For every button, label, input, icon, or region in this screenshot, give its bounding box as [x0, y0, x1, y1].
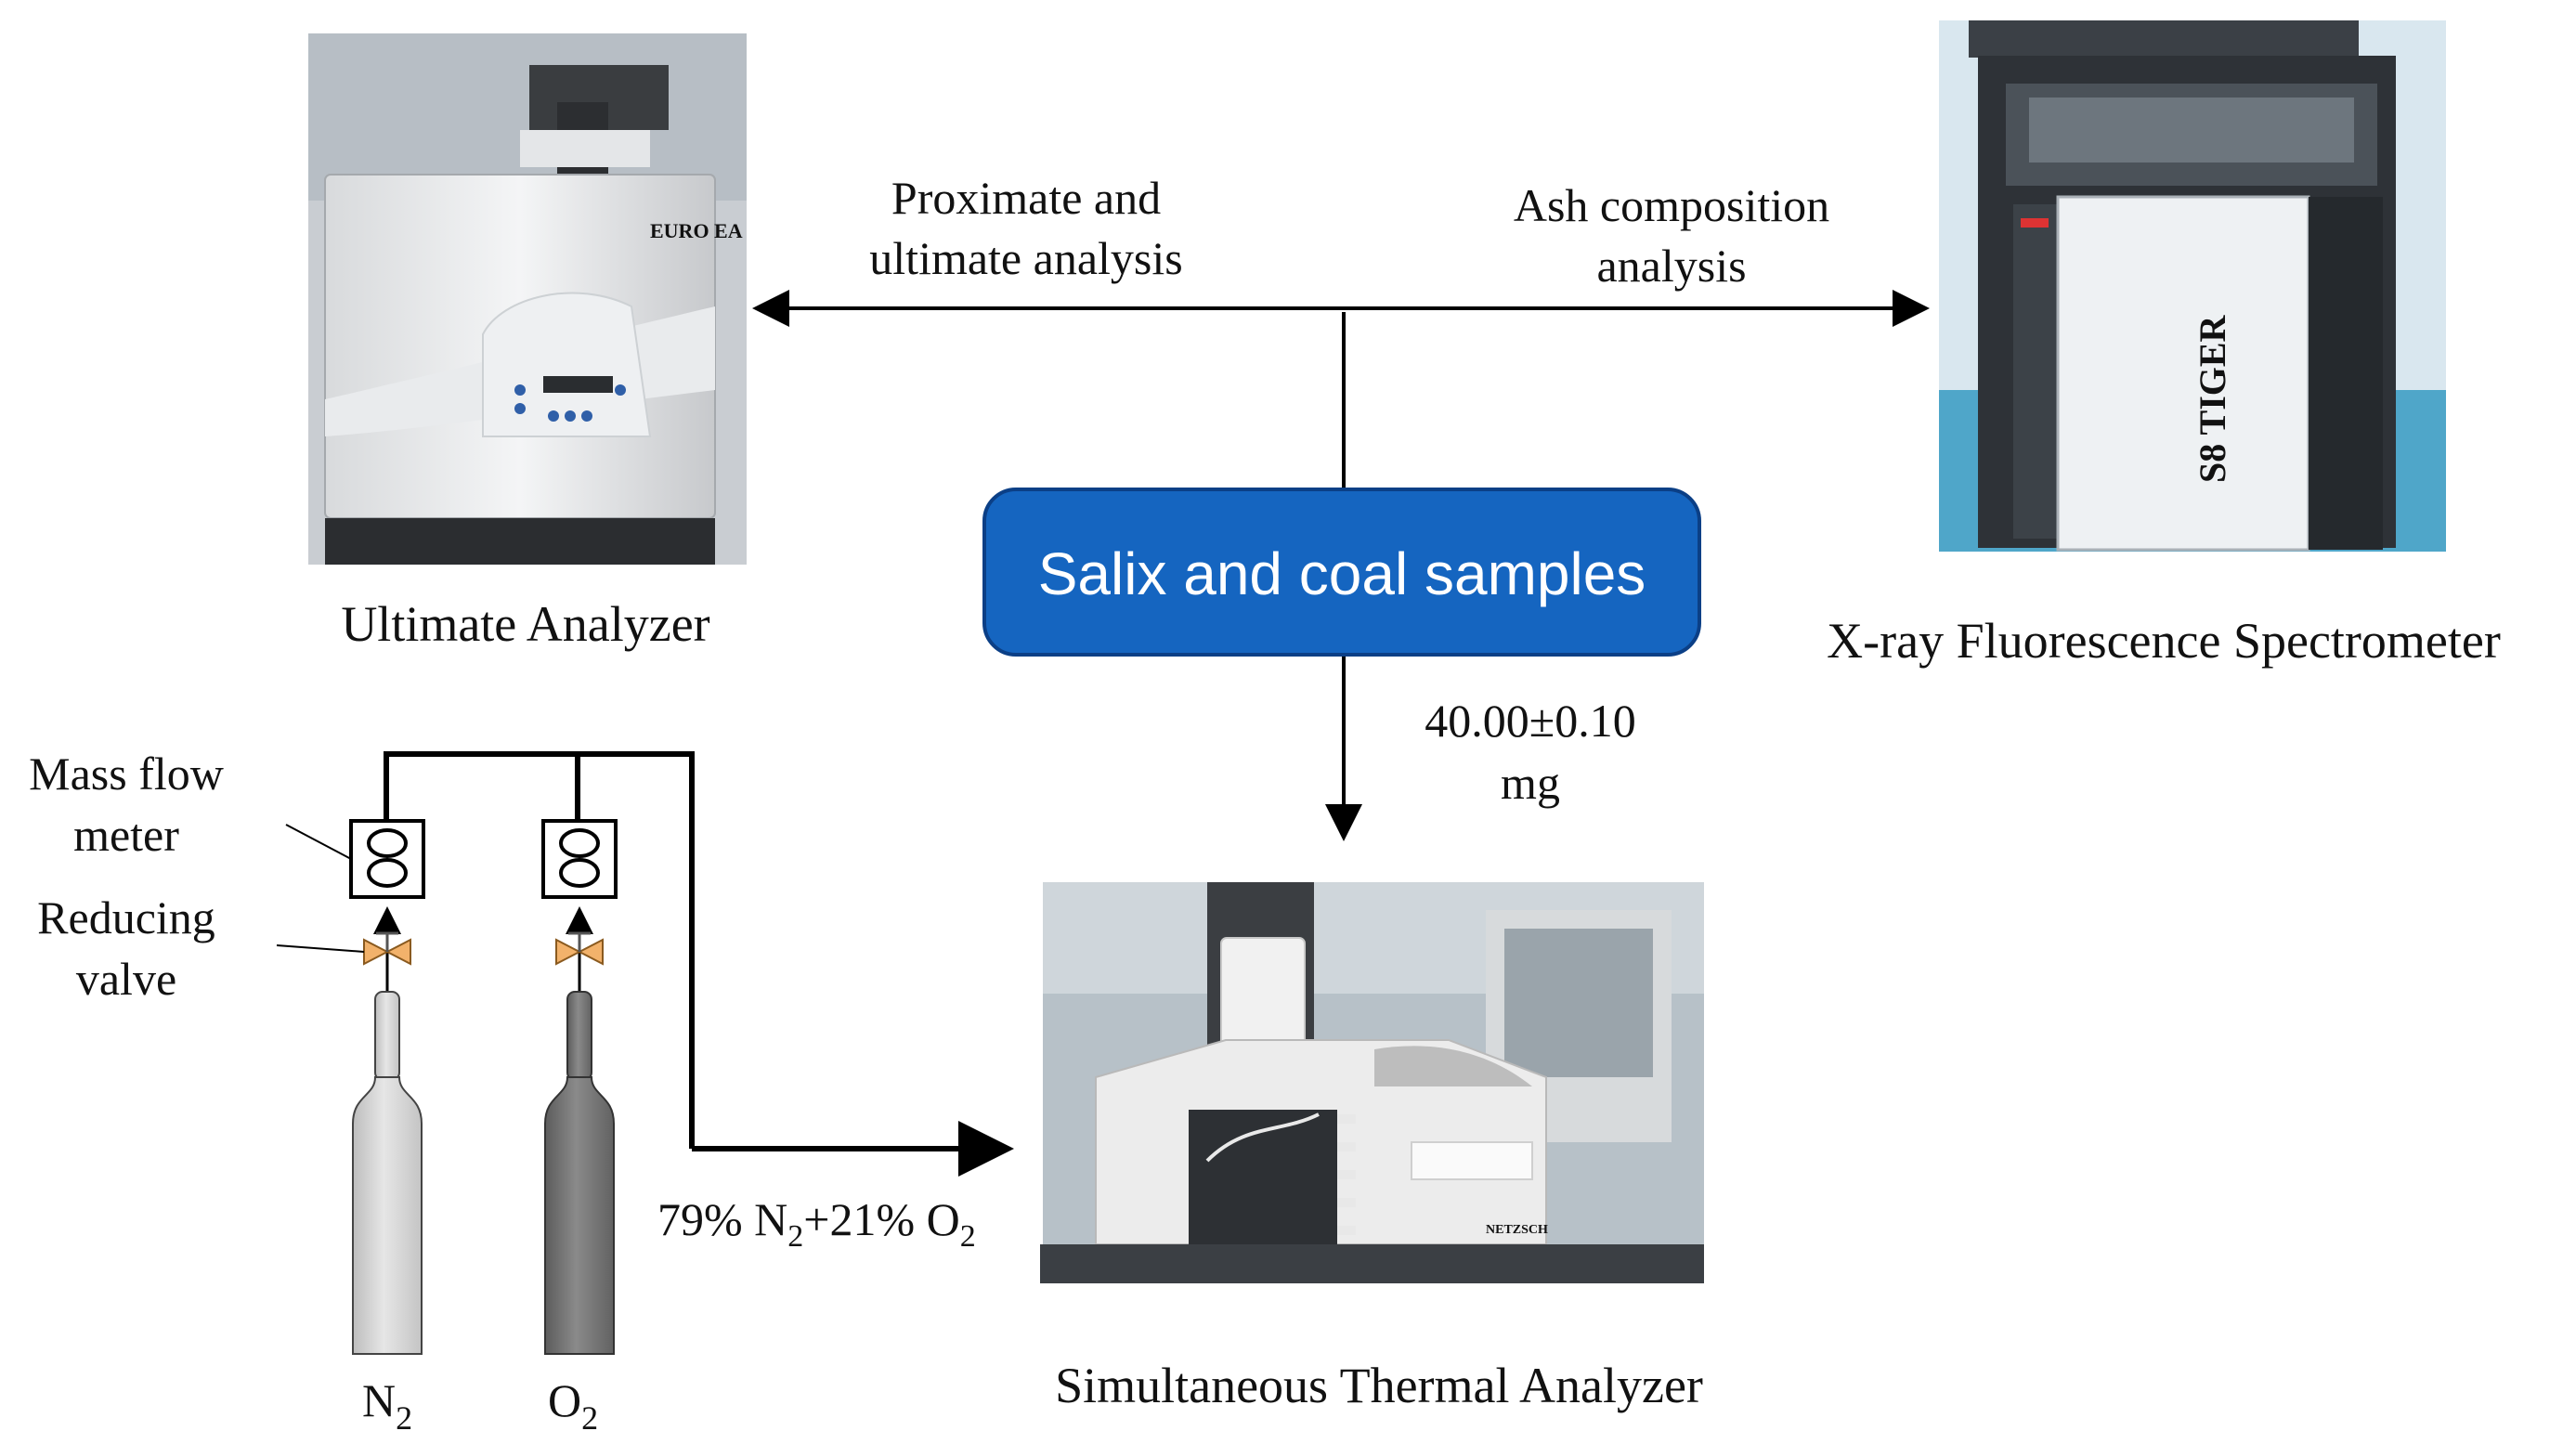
mass-flow-leader [285, 824, 352, 860]
valve-label-line2: valve [76, 953, 176, 1005]
right-arrow-label-line2: analysis [1596, 240, 1746, 292]
down-arrow-label-line1: 40.00±0.10 [1425, 695, 1635, 747]
xrf-spectrometer-photo: S8 TIGER [1939, 20, 2446, 552]
sta-brand: NETZSCH [1486, 1223, 1548, 1237]
reducing-valve-o2 [555, 931, 604, 966]
ultimate-analyzer-brand: EURO EA [650, 219, 743, 242]
xrf-brand: S8 TIGER [2192, 314, 2233, 483]
o2-cylinder [544, 991, 615, 1355]
o2-label: O2 [548, 1374, 598, 1437]
sample-box [982, 488, 1701, 657]
xrf-caption: X-ray Fluorescence Spectrometer [1827, 613, 2501, 669]
valve-leader [276, 944, 365, 953]
gas-mix-part2: +21% O [803, 1193, 959, 1245]
reducing-valve-n2 [363, 931, 411, 966]
n2-cylinder [352, 991, 423, 1355]
left-arrow-label-line2: ultimate analysis [869, 232, 1182, 284]
n2-label: N2 [362, 1374, 412, 1437]
gas-mix-part1: 79% N [657, 1193, 787, 1245]
mass-flow-meter-o2 [541, 819, 618, 899]
o2-label-sub: 2 [581, 1399, 598, 1437]
left-arrow-label-line1: Proximate and [891, 172, 1161, 224]
mass-flow-label-line2: meter [73, 809, 179, 861]
gas-mix-sub1: 2 [787, 1219, 803, 1254]
ultimate-analyzer-caption: Ultimate Analyzer [341, 596, 709, 652]
sta-photo: NETZSCH [1040, 882, 1704, 1283]
gas-mix-sub2: 2 [960, 1219, 976, 1254]
down-arrow-label-line2: mg [1501, 757, 1560, 809]
n2-label-sub: 2 [396, 1399, 412, 1437]
right-arrow-label-line1: Ash composition [1514, 179, 1829, 231]
sample-box-label: Salix and coal samples [1038, 540, 1646, 607]
sta-caption: Simultaneous Thermal Analyzer [1055, 1358, 1703, 1413]
o2-label-main: O [548, 1374, 581, 1426]
mass-flow-label-line1: Mass flow [29, 748, 224, 800]
n2-label-main: N [362, 1374, 396, 1426]
gas-mix-label: 79% N2+21% O2 [657, 1193, 976, 1254]
ultimate-analyzer-photo: EURO EA [308, 33, 747, 565]
valve-label-line1: Reducing [37, 891, 215, 943]
gas-lines [384, 751, 695, 1149]
mass-flow-meter-n2 [349, 819, 425, 899]
